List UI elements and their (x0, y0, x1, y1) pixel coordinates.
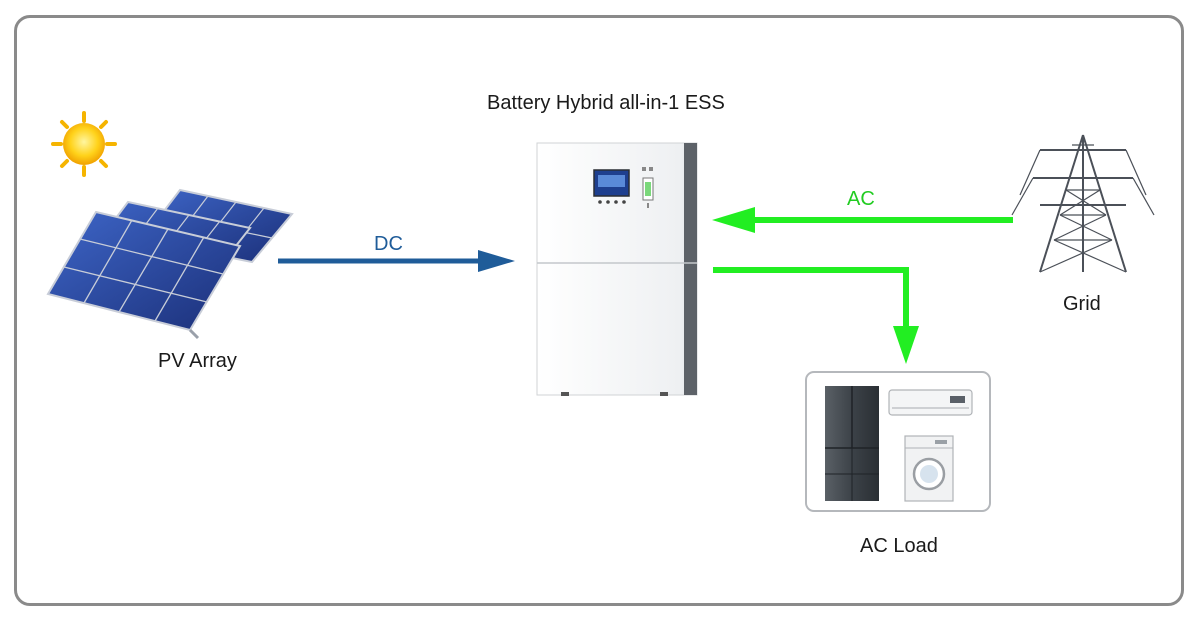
ac-load-box (805, 371, 991, 512)
dc-flow-label: DC (374, 233, 403, 255)
ac-load-flow-arrow (713, 267, 919, 364)
dc-flow-arrow (278, 250, 515, 272)
ac-flow-label: AC (847, 188, 875, 210)
transmission-tower-icon (1011, 134, 1155, 273)
lcd-screen (593, 169, 630, 204)
washing-machine-icon (904, 435, 954, 502)
solar-panel-icon (46, 188, 294, 340)
air-conditioner-icon (888, 389, 973, 416)
ac-grid-flow-arrow (712, 207, 1013, 233)
battery-cabinet-icon (536, 142, 698, 396)
grid-label: Grid (1063, 293, 1101, 315)
page-title: Battery Hybrid all-in-1 ESS (487, 92, 725, 114)
status-indicator (642, 167, 654, 208)
ac-load-label: AC Load (860, 535, 938, 557)
pv-array-label: PV Array (158, 350, 237, 372)
sun-icon (51, 111, 117, 177)
refrigerator-icon (825, 386, 879, 501)
solar-panel-front (46, 210, 242, 340)
